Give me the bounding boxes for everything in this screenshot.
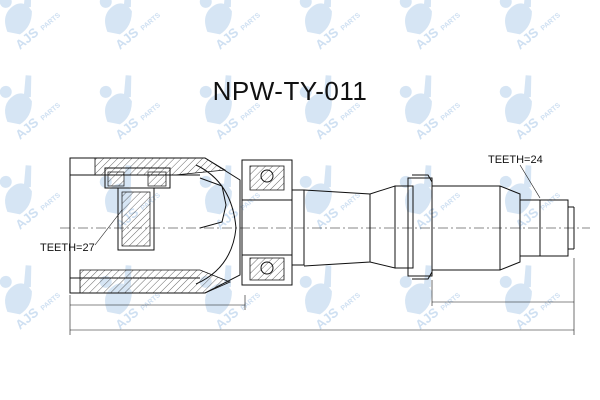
watermark-sub: PARTS: [140, 12, 163, 32]
watermark-sub: PARTS: [240, 292, 263, 312]
watermark-sub: PARTS: [40, 292, 63, 312]
watermark-sub: PARTS: [240, 12, 263, 32]
watermark-sub: PARTS: [340, 292, 363, 312]
drive-shaft-drawing: [60, 157, 590, 335]
watermark-sub: PARTS: [40, 12, 63, 32]
watermark-sub: PARTS: [540, 12, 563, 32]
watermark-sub: PARTS: [240, 192, 263, 212]
teeth-outer-label: TEETH=24: [488, 154, 543, 166]
watermark-sub: PARTS: [340, 192, 363, 212]
watermark-sub: PARTS: [140, 102, 163, 122]
watermark-sub: PARTS: [540, 192, 563, 212]
watermark-sub: PARTS: [40, 192, 63, 212]
teeth-inner-label: TEETH=27: [40, 242, 95, 254]
watermark-sub: PARTS: [40, 102, 63, 122]
watermark-sub: PARTS: [540, 102, 563, 122]
watermark-sub: PARTS: [340, 12, 363, 32]
watermark-sub: PARTS: [440, 102, 463, 122]
part-number-title: NPW-TY-011: [213, 76, 368, 106]
watermark-sub: PARTS: [440, 12, 463, 32]
watermark-sub: PARTS: [440, 192, 463, 212]
watermark-sub: PARTS: [140, 292, 163, 312]
